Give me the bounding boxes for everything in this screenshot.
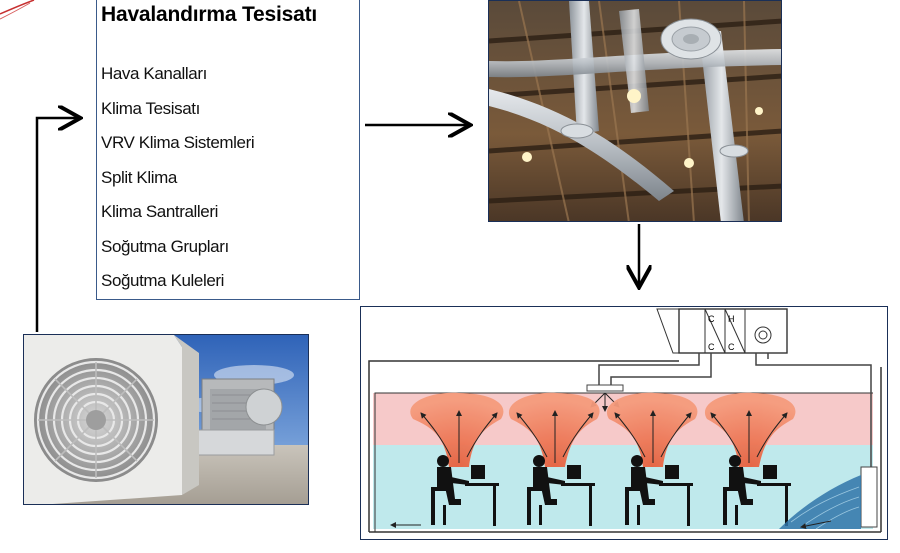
seated-person [625, 455, 693, 526]
seated-person [527, 455, 595, 526]
list-item[interactable]: Hava Kanalları [101, 64, 207, 83]
air-handling-unit [656, 308, 680, 354]
airflow-plume [704, 392, 796, 467]
cooling-coil-label: C [708, 342, 715, 352]
list-item[interactable]: VRV Klima Sistemleri [101, 133, 255, 152]
seated-person [723, 455, 791, 526]
ceiling-ductwork-photo [488, 0, 782, 222]
seated-person [431, 455, 499, 526]
list-item[interactable]: Soğutma Grupları [101, 236, 229, 256]
service-list-panel: Havalandırma Tesisatı Hava Kanalları Kli… [96, 0, 360, 300]
ventilation-room-diagram: C C H C [360, 306, 888, 540]
list-item[interactable]: Soğutma Kuleleri [101, 271, 225, 290]
decorative-swoosh [0, 0, 35, 20]
outdoor-ac-unit-photo [23, 334, 309, 505]
airflow-plume [410, 392, 504, 467]
cooling-coil-label: C [728, 342, 735, 352]
airflow-plume [606, 392, 698, 467]
list-item[interactable]: Klima Santralleri [101, 202, 218, 221]
panel-title: Havalandırma Tesisatı [101, 3, 318, 26]
list-item[interactable]: Split Klima [101, 167, 177, 187]
airflow-plume [508, 392, 600, 467]
cooling-coil-label: C [708, 314, 715, 324]
arrow-ac-to-list [35, 118, 78, 332]
service-list: Hava Kanalları Klima Tesisatı VRV Klima … [101, 62, 255, 304]
heating-coil-label: H [728, 314, 735, 324]
list-item[interactable]: Klima Tesisatı [101, 98, 200, 118]
return-airflow [779, 475, 861, 529]
